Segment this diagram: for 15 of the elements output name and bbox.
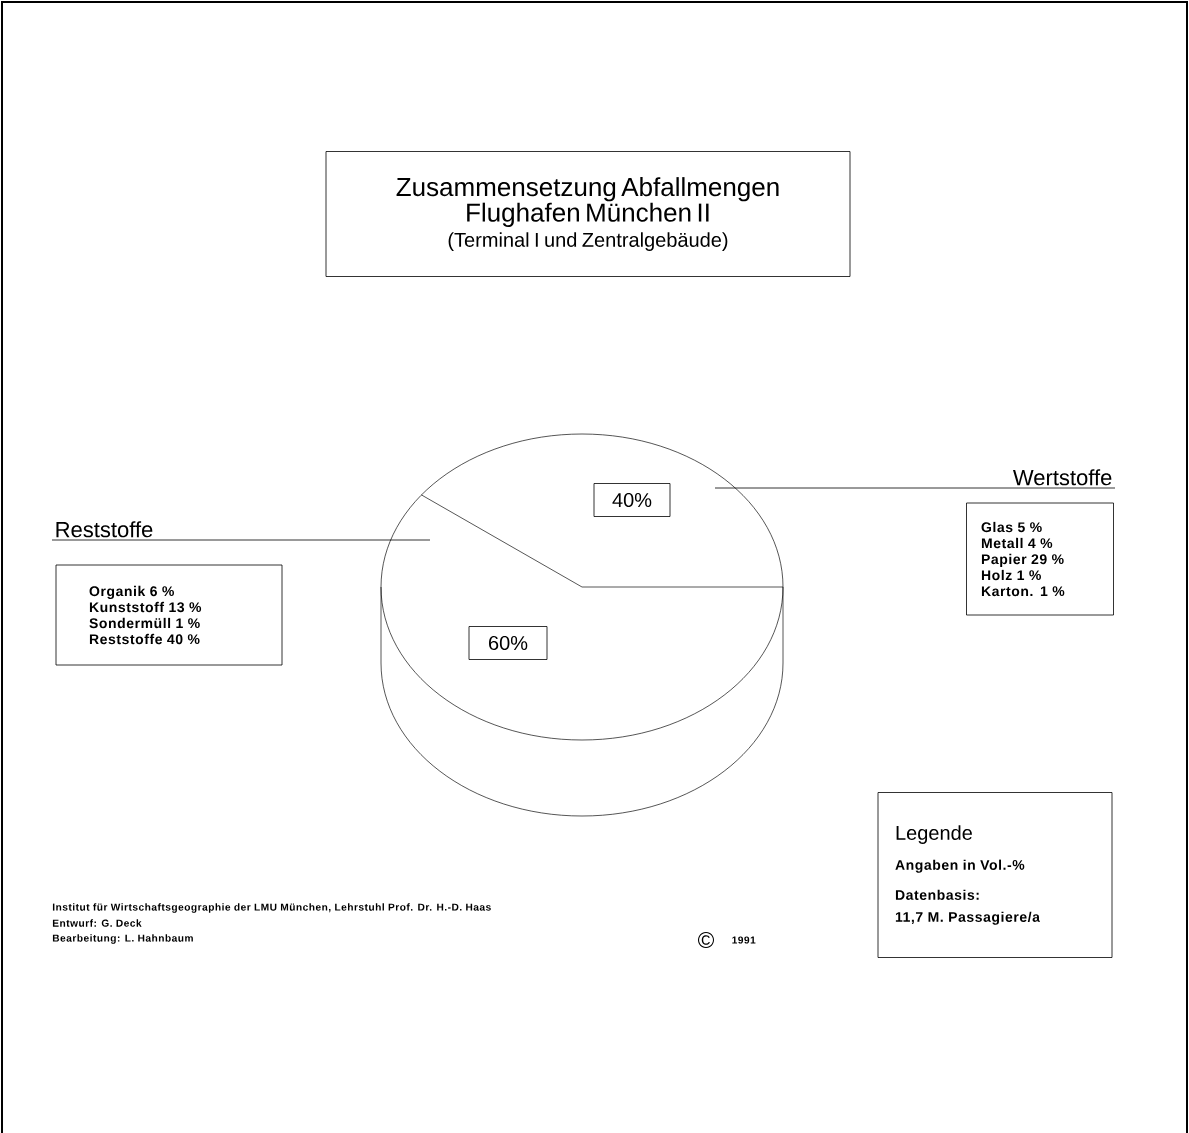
year-label: 1991 <box>732 936 756 944</box>
legend-box: Legende Angaben in Vol.-% Datenbasis: 11,7 M. Passagiere/a <box>877 792 1113 958</box>
credit-note: Entwurf: G. Deck <box>52 919 142 927</box>
percentage-box: 60% <box>468 626 548 660</box>
breakdown-box: Glas 5 % Metall 4 % Papier 29 % Holz 1 % Karton. 1 % <box>966 502 1114 616</box>
breakdown-box: Organik 6 % Kunststoff 13 % Sondermüll 1 % Reststoffe 40 % <box>55 564 283 666</box>
title-box: Zusammensetzung Abfallmengen Flughafen München II (Terminal I und Zentralgebäude) <box>325 151 851 277</box>
credit-note: Bearbeitung: L. Hahnbaum <box>52 934 193 944</box>
percentage-box: 40% <box>593 483 671 517</box>
credit-note: Institut für Wirtschaftsgeographie der LMU München, Lehrstuhl Prof. Dr. H.-D. Haas <box>52 903 491 913</box>
leader-line <box>714 487 1116 489</box>
leader-line <box>51 539 431 541</box>
category-heading: Wertstoffe <box>1013 469 1112 486</box>
category-heading: Reststoffe <box>56 521 153 538</box>
copyright-symbol: © <box>698 932 714 948</box>
